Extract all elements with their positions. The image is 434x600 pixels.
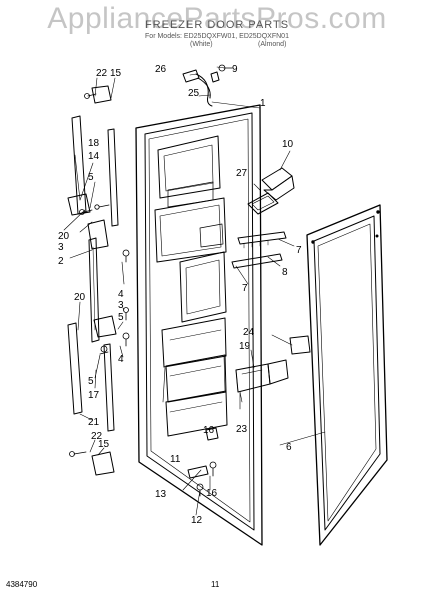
door-gasket xyxy=(306,204,388,546)
callout-25: 25 xyxy=(188,88,200,99)
diagram-title: FREEZER DOOR PARTS xyxy=(144,19,290,31)
callout-20b: 20 xyxy=(74,292,86,303)
callout-14: 14 xyxy=(88,151,100,162)
page-number: 11 xyxy=(211,580,220,589)
callout-15b: 15 xyxy=(98,439,110,450)
color-white-label: (White) xyxy=(190,41,213,48)
door-bins xyxy=(235,335,311,403)
part-code: 4384790 xyxy=(6,580,38,589)
callout-15a: 15 xyxy=(110,68,122,79)
callout-labels: 1 25 26 9 10 27 7 8 7 24 19 23 6 22 15 1… xyxy=(58,64,302,526)
shelf-rails xyxy=(231,231,287,269)
callout-16b: 16 xyxy=(206,488,218,499)
callout-24: 24 xyxy=(243,327,255,338)
callout-22a: 22 xyxy=(96,68,108,79)
callout-22b: 22 xyxy=(91,431,103,442)
callout-4b: 4 xyxy=(118,354,124,365)
callout-8: 8 xyxy=(282,267,288,278)
callout-5a: 5 xyxy=(88,172,94,183)
callout-3a: 3 xyxy=(58,242,64,253)
hinge-brackets xyxy=(67,85,117,476)
callout-20a: 20 xyxy=(58,231,70,242)
door-liner xyxy=(135,104,263,546)
callout-4a: 4 xyxy=(118,289,124,300)
callout-1: 1 xyxy=(260,98,266,109)
small-parts xyxy=(187,427,219,479)
callout-12: 12 xyxy=(191,515,203,526)
callout-5b: 5 xyxy=(118,312,124,323)
callout-9: 9 xyxy=(232,64,238,75)
callout-21: 21 xyxy=(88,417,100,428)
model-numbers: For Models: ED25DQXFW01, ED25DQXFN01 xyxy=(145,33,289,40)
leader-lines xyxy=(63,66,326,516)
callout-2: 2 xyxy=(58,256,64,267)
color-almond-label: (Almond) xyxy=(258,41,287,48)
callout-3b: 3 xyxy=(118,300,124,311)
callout-18: 18 xyxy=(88,138,100,149)
left-trim-strips xyxy=(67,115,119,432)
callout-7a: 7 xyxy=(296,245,302,256)
screws xyxy=(69,64,233,497)
callout-6: 6 xyxy=(286,442,292,453)
callout-27: 27 xyxy=(236,168,248,179)
callout-10: 10 xyxy=(282,139,294,150)
callout-16a: 16 xyxy=(203,425,215,436)
ice-chute xyxy=(247,167,295,215)
wire-harness xyxy=(182,69,220,107)
callout-11: 11 xyxy=(170,454,181,465)
callout-13: 13 xyxy=(155,489,167,500)
callout-17: 17 xyxy=(88,390,100,401)
callout-19: 19 xyxy=(239,341,251,352)
callout-5c: 5 xyxy=(88,376,94,387)
callout-26: 26 xyxy=(155,64,167,75)
callout-7b: 7 xyxy=(242,283,248,294)
callout-23: 23 xyxy=(236,424,248,435)
